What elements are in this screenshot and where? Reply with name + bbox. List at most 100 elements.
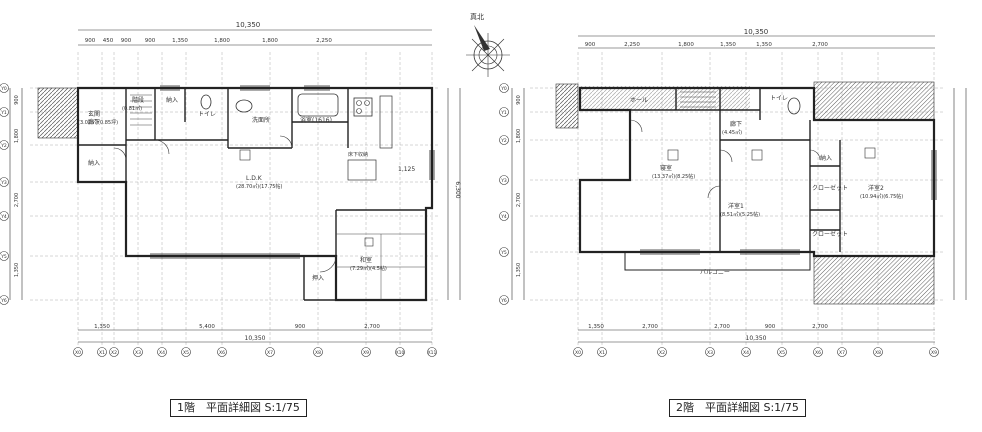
dimension-label: 900	[14, 95, 20, 105]
dimension-label: 2,700	[14, 193, 20, 207]
axis-bubble	[499, 83, 509, 93]
axis-bubble	[499, 107, 509, 117]
dimension-label: 900	[121, 38, 132, 44]
axis-label: X2	[659, 350, 665, 356]
axis-bubble	[109, 347, 119, 357]
axis-label: X8	[875, 350, 881, 356]
axis-label: Y5	[500, 250, 507, 256]
room-label-f2: 廊下	[730, 120, 742, 128]
room-label-f1: 納入	[166, 96, 178, 104]
room-label-f2: ホール	[630, 97, 648, 104]
room-label-f1: 浴室(1616)	[300, 116, 332, 124]
axis-label: X3	[707, 350, 713, 356]
axis-label: X5	[779, 350, 785, 356]
axis-bubble	[837, 347, 847, 357]
axis-bubble	[395, 347, 405, 357]
axis-label: X3	[135, 350, 141, 356]
floor-1-caption: 1階 平面詳細図 S:1/75	[170, 399, 307, 417]
room-label-f1: 玄関	[88, 110, 100, 118]
axis-label: X9	[931, 350, 937, 356]
dimension-label: 1,350	[516, 263, 522, 277]
room-label-f1: L.D.K	[246, 175, 263, 182]
axis-bubble	[265, 347, 275, 357]
room-area-f2: (4.45㎡)	[722, 129, 742, 136]
f1-top-total: 10,350	[236, 21, 261, 29]
axis-label: X0	[75, 350, 81, 356]
f1-bottom-total: 10,350	[245, 335, 266, 342]
dimension-label: 900	[585, 42, 596, 48]
floor-2-caption: 2階 平面詳細図 S:1/75	[669, 399, 806, 417]
dimension-label: 2,250	[316, 38, 332, 44]
dimension-label: 900	[295, 324, 306, 330]
f2-top-total: 10,350	[744, 28, 769, 36]
room-label-f2: 洋室2	[868, 184, 884, 192]
axis-bubble	[97, 347, 107, 357]
room-label-f1: 押入	[312, 274, 324, 282]
room-label-f2: トイレ	[770, 95, 788, 102]
dimension-label: 1,350	[720, 42, 736, 48]
dimension-label: 1,350	[588, 324, 604, 330]
axis-label: Y0	[0, 86, 7, 92]
axis-bubble	[0, 295, 9, 305]
axis-bubble	[361, 347, 371, 357]
axis-label: X2	[111, 350, 117, 356]
axis-bubble	[929, 347, 939, 357]
axis-bubble	[777, 347, 787, 357]
dimension-label: 1,350	[172, 38, 188, 44]
f1-side-total: 6,300	[454, 181, 461, 198]
room-label-f1: 和室	[360, 256, 372, 264]
axis-bubble	[181, 347, 191, 357]
axis-bubble	[597, 347, 607, 357]
axis-bubble	[0, 177, 9, 187]
room-label-f2: 納入	[820, 154, 832, 162]
axis-label: Y4	[500, 214, 507, 220]
room-area-f2: (10.94㎡)(6.75帖)	[860, 193, 903, 200]
axis-label: X9	[363, 350, 369, 356]
room-area-f2: (13.37㎡)(8.25帖)	[652, 173, 695, 180]
room-label-f2: クローゼット	[812, 184, 848, 192]
dimension-label: 2,700	[642, 324, 658, 330]
axis-label: X5	[183, 350, 189, 356]
compass-icon: 真北	[466, 12, 510, 77]
room-label-f2: 洋室1	[728, 202, 744, 210]
axis-label: X8	[315, 350, 321, 356]
dimension-label: 2,250	[624, 42, 640, 48]
axis-bubble	[499, 247, 509, 257]
axis-label: X11	[428, 350, 437, 356]
axis-bubble	[741, 347, 751, 357]
axis-bubble	[313, 347, 323, 357]
axis-bubble	[813, 347, 823, 357]
dimension-label: 2,700	[516, 193, 522, 207]
room-label-f1: トイレ	[198, 111, 216, 118]
axis-bubble	[499, 135, 509, 145]
axis-label: X4	[743, 350, 749, 356]
room-area-f1: (0.81㎡)	[122, 105, 142, 112]
axis-label: X4	[159, 350, 165, 356]
axis-bubble	[873, 347, 883, 357]
axis-bubble	[157, 347, 167, 357]
f2-bottom-total: 10,350	[746, 335, 767, 342]
axis-label: X1	[599, 350, 605, 356]
axis-bubble	[573, 347, 583, 357]
axis-label: X0	[575, 350, 581, 356]
room-label-f1: 納入	[88, 159, 100, 167]
dimension-label: 2,700	[812, 324, 828, 330]
dimension-label: 900	[145, 38, 156, 44]
axis-label: X6	[219, 350, 225, 356]
axis-bubble	[0, 83, 9, 93]
axis-bubble	[705, 347, 715, 357]
room-area-f1: (3.02㎡)(0.85坪)	[78, 119, 118, 126]
axis-label: X7	[839, 350, 845, 356]
room-label-f1: 洗面所	[252, 116, 270, 124]
axis-bubble	[657, 347, 667, 357]
f1-note-1: 1,125	[398, 166, 415, 173]
axis-bubble	[73, 347, 83, 357]
axis-label: Y2	[500, 138, 507, 144]
north-label: 真北	[470, 12, 484, 21]
axis-label: X1	[99, 350, 105, 356]
dimension-label: 1,350	[14, 263, 20, 277]
room-label-f2: クローゼット	[812, 230, 848, 238]
dimension-label: 1,800	[516, 129, 522, 143]
